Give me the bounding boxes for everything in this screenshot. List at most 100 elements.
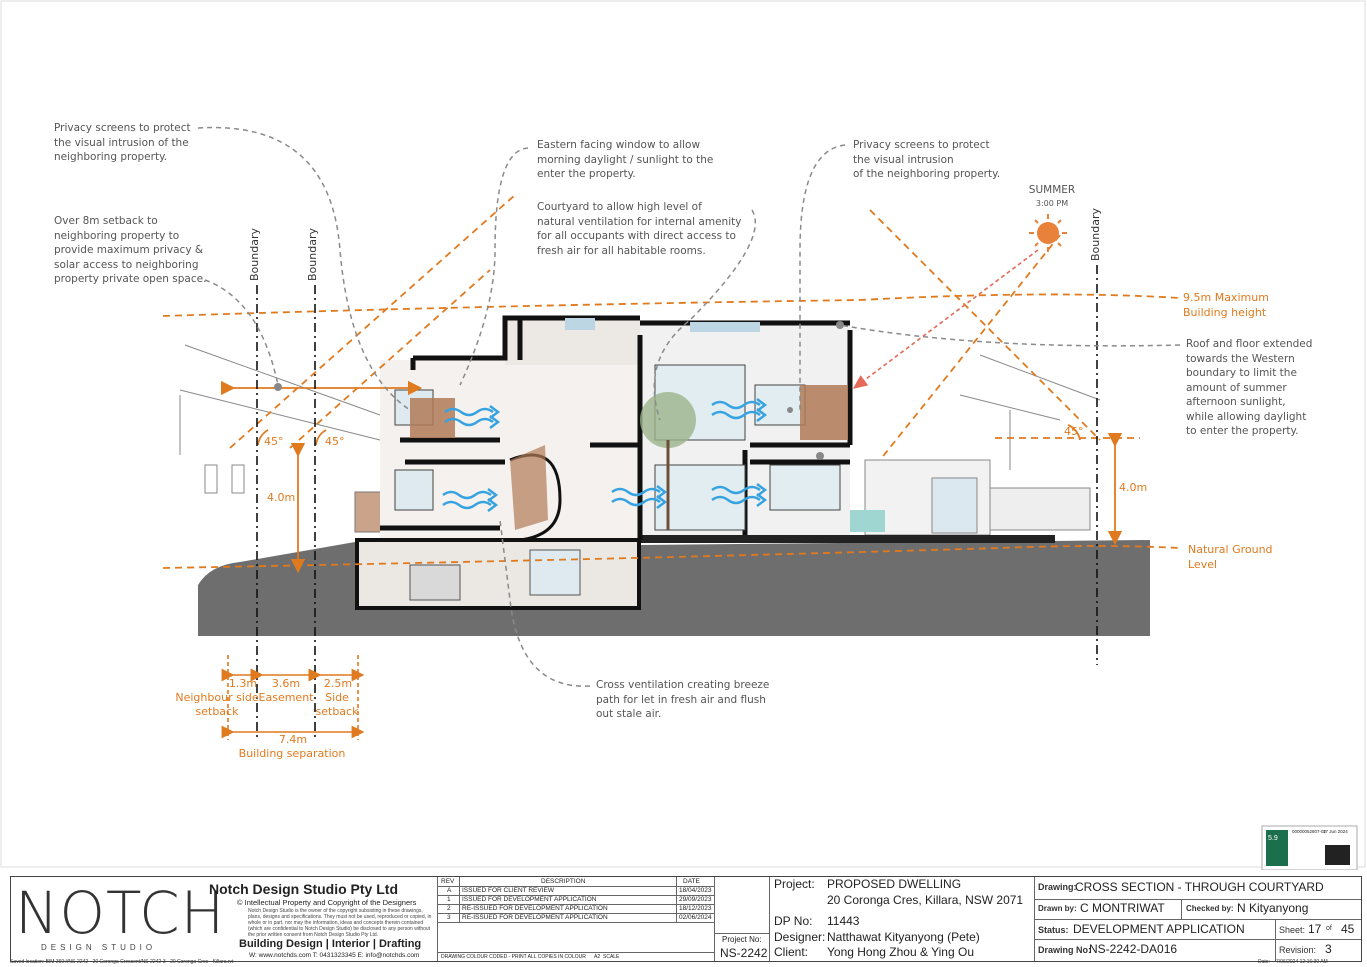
angle-label-1: 45° <box>264 435 284 448</box>
angle-label-3: 45° <box>1064 425 1084 438</box>
rev-header-desc: DESCRIPTION <box>541 878 586 885</box>
dim-separation: 7.4m <box>278 733 308 746</box>
drawing-label: Drawing: <box>1038 882 1077 892</box>
dim-easement: 3.6m <box>271 677 301 690</box>
sun-icon <box>852 214 1067 389</box>
scale-label: SCALE <box>603 954 620 960</box>
note-courtyard: Courtyard to allow high level of natural… <box>537 201 742 257</box>
saved-location: Saved location: BIM 360://NS-2242 - 20 C… <box>10 959 234 965</box>
ngl-label: Natural Ground Level <box>1188 543 1273 571</box>
paper-size: A2 <box>594 954 601 960</box>
services: Building Design | Interior | Drafting <box>239 938 422 950</box>
rev-1: 1 <box>447 896 451 903</box>
dim-neighbour: 1.3m <box>228 677 258 690</box>
sheet-border <box>0 0 1366 868</box>
copyright: © Intellectual Property and Copyright of… <box>237 898 417 907</box>
max-height-label: 9.5m Maximum Building height <box>1183 291 1269 319</box>
footer-date: 7/06/2024 12:16:30 AM <box>1276 959 1328 965</box>
leader-dots <box>274 321 844 460</box>
boundary-label-1: Boundary <box>248 228 261 281</box>
drawn-by: C MONTRIWAT <box>1080 901 1165 915</box>
sheet-total: 45 <box>1341 922 1355 936</box>
checked-label: Checked by: <box>1186 904 1234 913</box>
revision-label: Revision: <box>1279 945 1317 955</box>
sun-time: 3:00 PM <box>1035 199 1069 208</box>
checked-by: N Kityanyong <box>1237 901 1309 915</box>
drawing-no: NS-2242-DA016 <box>1089 942 1178 956</box>
cross-section-drawing <box>0 0 1366 870</box>
logo-subtitle: DESIGN STUDIO <box>41 943 157 952</box>
height-label-right: 4.0m <box>1119 481 1148 494</box>
client: Yong Hong Zhou & Ying Ou <box>827 945 974 959</box>
planning-lines <box>162 194 1181 569</box>
basix-date: 17 Jun 2024 <box>1323 829 1348 834</box>
rev-header-date: DATE <box>683 878 700 885</box>
label-separation: Building separation <box>238 747 346 760</box>
rev-3: 3 <box>447 914 451 921</box>
project: PROPOSED DWELLING <box>827 877 962 891</box>
note-roof-floor: Roof and floor extended towards the West… <box>1186 338 1313 437</box>
note-cross-ventilation: Cross ventilation creating breeze path f… <box>596 679 770 720</box>
sheet-label: Sheet: <box>1279 925 1306 935</box>
client-label: Client: <box>774 945 809 959</box>
ventilation-arrows <box>442 398 768 512</box>
sheet-number: 17 <box>1308 922 1322 936</box>
leader-lines <box>197 126 1181 687</box>
dp-label: DP No: <box>774 914 813 928</box>
boundary-label-2: Boundary <box>306 228 319 281</box>
note-privacy-left: Privacy screens to protect the visual in… <box>54 122 191 163</box>
height-markers <box>220 380 1123 574</box>
sheet-of: of <box>1326 925 1332 932</box>
rev-3-date: 02/06/2024 <box>679 914 712 921</box>
rev-header-rev: REV <box>441 878 455 885</box>
note-setback: Over 8m setback to neighboring property … <box>54 215 207 285</box>
legal-text: Notch Design Studio is the owner of the … <box>248 908 432 938</box>
neighbour-house-left <box>179 344 384 533</box>
basix-badge <box>1261 825 1358 870</box>
company-name: Notch Design Studio Pty Ltd <box>209 881 398 897</box>
title-block: NOTCH DESIGN STUDIO Notch Design Studio … <box>10 876 1362 962</box>
neighbour-house-right <box>864 354 1101 536</box>
logo: NOTCH <box>15 879 226 947</box>
dp-number: 11443 <box>827 914 860 928</box>
project-no: NS-2242 <box>720 946 768 960</box>
contact: W: www.notchds.com T: 0431323345 E: info… <box>249 952 420 959</box>
dim-side: 2.5m <box>323 677 353 690</box>
sun-title: SUMMER <box>1028 184 1076 196</box>
label-easement: Easement <box>258 691 314 704</box>
rev-1-date: 29/09/2023 <box>679 896 712 903</box>
ground-mass <box>198 540 1150 636</box>
rev-3-desc: RE-ISSUED FOR DEVELOPMENT APPLICATION <box>462 914 608 921</box>
footer-date-label: Date: <box>1258 959 1270 965</box>
label-neighbour-setback: Neighbour side setback <box>175 691 259 718</box>
designer: Natthawat Kityanyong (Pete) <box>827 930 980 944</box>
revision: 3 <box>1325 942 1332 956</box>
project-no-label: Project No: <box>722 935 762 944</box>
main-building <box>355 315 853 610</box>
drawn-label: Drawn by: <box>1038 904 1077 913</box>
note-privacy-right: Privacy screens to protect the visual in… <box>853 139 1001 180</box>
colour-note: DRAWING COLOUR CODED - PRINT ALL COPIES … <box>441 954 586 960</box>
drawing-no-label: Drawing No: <box>1038 945 1091 955</box>
project-label: Project: <box>774 877 815 891</box>
right-deck <box>640 535 1055 543</box>
rev-2-date: 18/12/2023 <box>679 905 712 912</box>
rev-a-date: 18/04/2023 <box>679 887 712 894</box>
rev-a: A <box>447 887 452 894</box>
rev-2: 2 <box>447 905 451 912</box>
rev-a-desc: ISSUED FOR CLIENT REVIEW <box>462 887 554 894</box>
drawing-title: CROSS SECTION - THROUGH COURTYARD <box>1075 880 1324 894</box>
height-label-left: 4.0m <box>267 491 296 504</box>
label-side-setback: Side setback <box>315 691 359 718</box>
rev-1-desc: ISSUED FOR DEVELOPMENT APPLICATION <box>462 896 597 903</box>
address: 20 Coronga Cres, Killara, NSW 2071 <box>827 893 1024 907</box>
basix-cert: 00000052807-02 <box>1292 829 1327 834</box>
rev-2-desc: RE-ISSUED FOR DEVELOPMENT APPLICATION <box>462 905 608 912</box>
designer-label: Designer: <box>774 930 826 944</box>
status-label: Status: <box>1038 925 1069 935</box>
dimension-lines <box>221 655 365 740</box>
status: DEVELOPMENT APPLICATION <box>1073 922 1245 936</box>
note-eastern-window: Eastern facing window to allow morning d… <box>537 139 714 180</box>
angle-label-2: 45° <box>325 435 345 448</box>
